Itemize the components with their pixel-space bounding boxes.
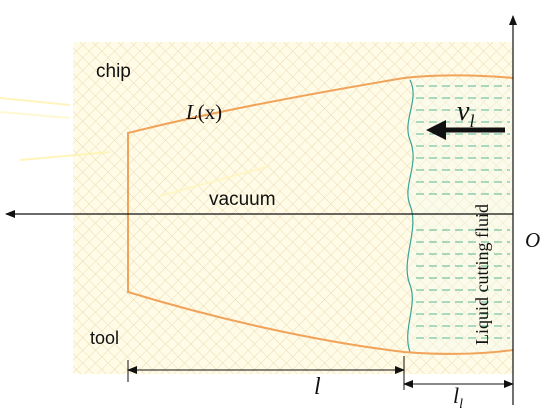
liquid-boundary: [406, 79, 414, 353]
liquid-dash-lines: [416, 85, 510, 339]
velocity-arrow: [426, 120, 505, 140]
dimension-total: [127, 360, 405, 382]
vacuum-label: vacuum: [209, 189, 276, 210]
profile-label-arg: (x): [198, 100, 223, 124]
velocity-label-sub: l: [469, 111, 474, 131]
gap-profile-curve: [127, 74, 514, 355]
dimension-liquid-sub: l: [459, 397, 463, 412]
dimension-liquid-label: ll: [453, 383, 463, 412]
velocity-label-main: v: [457, 96, 470, 127]
origin-label: O: [525, 228, 540, 252]
dimension-total-label: l: [314, 374, 321, 400]
velocity-label: vl: [457, 96, 474, 131]
tool-label: tool: [90, 328, 119, 348]
dimension-liquid: [403, 356, 514, 390]
chip-label: chip: [96, 61, 131, 82]
dimension-liquid-main: l: [453, 383, 459, 408]
light-streaks: [0, 97, 271, 197]
profile-label: L(x): [185, 100, 222, 124]
liquid-label: Liquid cutting fluid: [472, 204, 492, 345]
profile-label-main: L: [185, 100, 198, 124]
liquid-region: [407, 80, 513, 352]
